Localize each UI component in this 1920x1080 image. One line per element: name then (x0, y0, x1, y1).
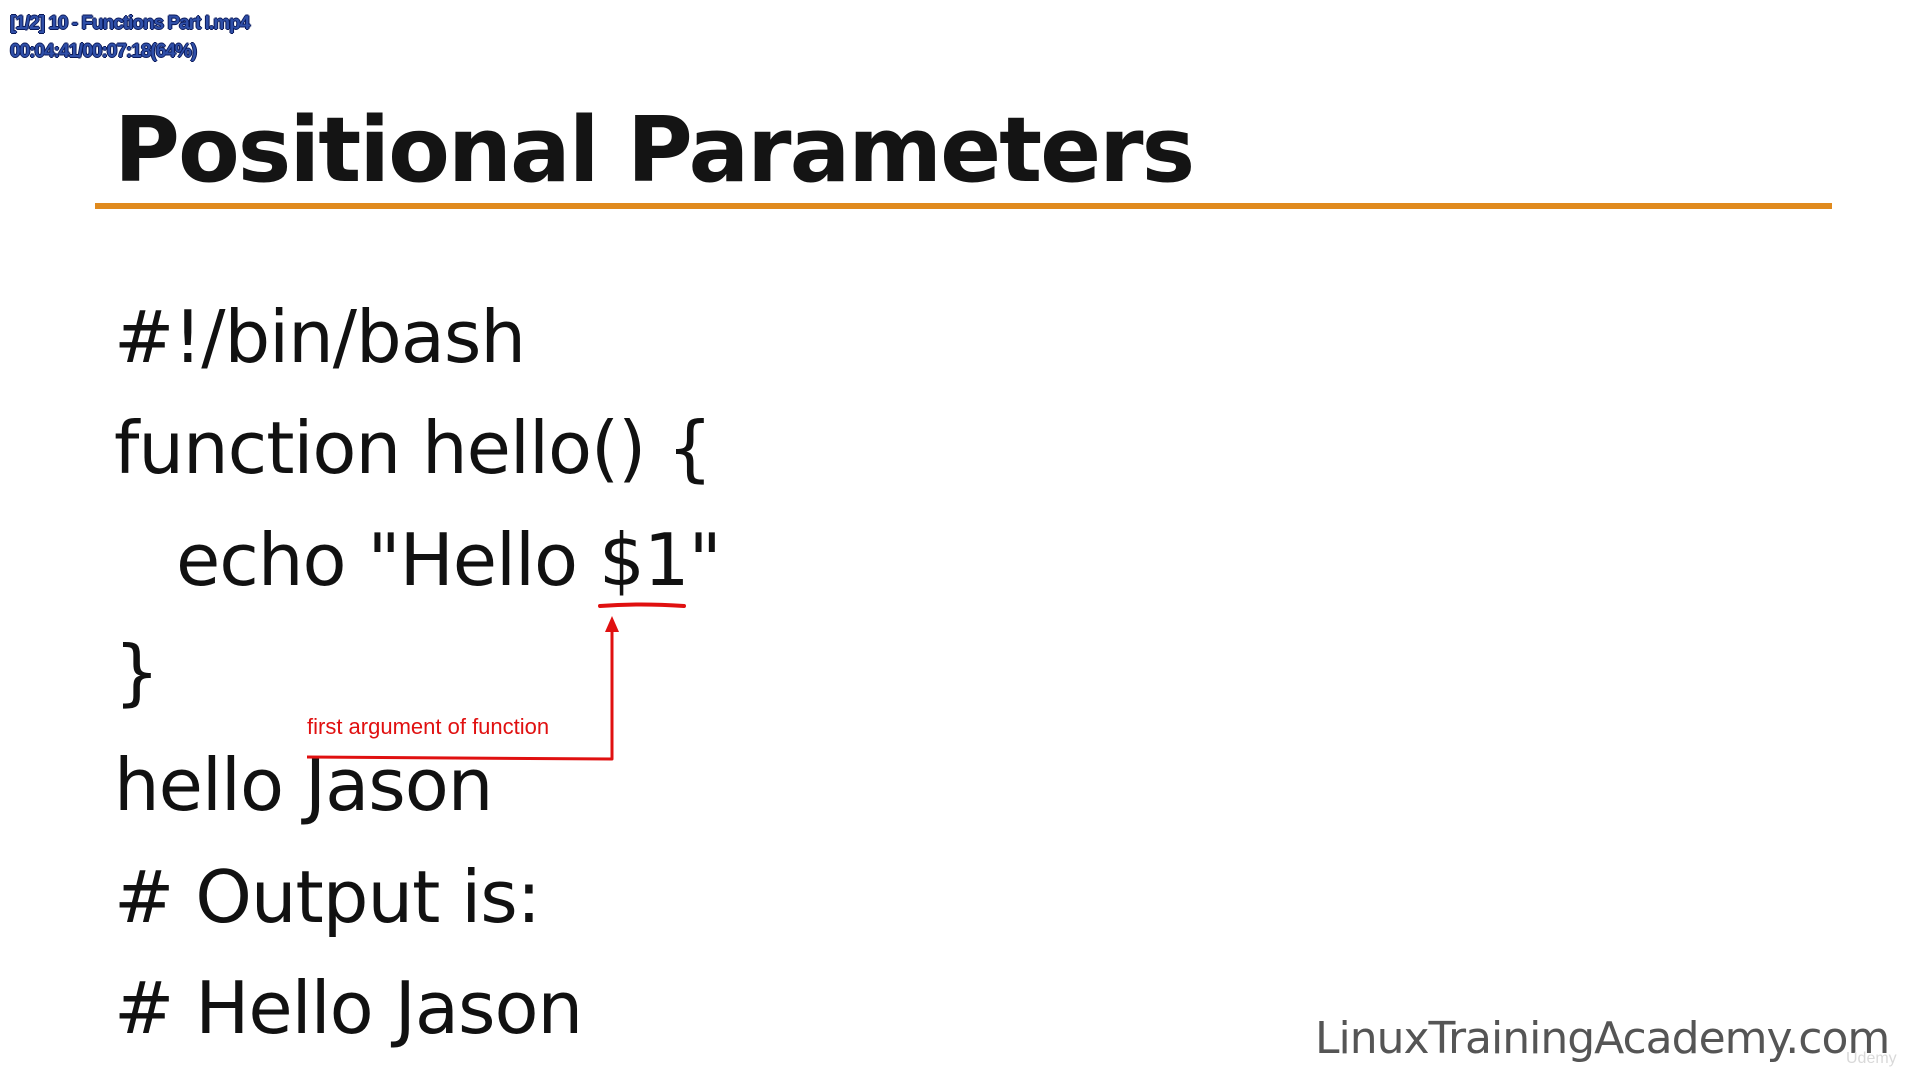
code-line-output-result: # Hello Jason (114, 966, 583, 1050)
website-watermark: LinuxTrainingAcademy.com (1315, 1013, 1890, 1064)
code-line-function-declaration: function hello() { (114, 406, 713, 490)
title-underline (95, 203, 1832, 209)
video-file-name: [1/2] 10 - Functions Part I.mp4 (10, 13, 250, 34)
slide-title: Positional Parameters (114, 98, 1195, 203)
code-line-echo: echo "Hello $1" (176, 518, 722, 602)
udemy-watermark: Udemy (1846, 1050, 1897, 1067)
video-player-overlay: [1/2] 10 - Functions Part I.mp4 00:04:41… (10, 10, 250, 66)
annotation-label: first argument of function (307, 714, 550, 739)
code-line-closing-brace: } (114, 630, 160, 714)
annotation-arrow-line (306, 628, 614, 761)
param-underline (598, 602, 686, 608)
video-timestamp: 00:04:41/00:07:18(64%) (10, 41, 197, 62)
code-line-shebang: #!/bin/bash (114, 295, 526, 379)
arrow-head-icon (605, 616, 619, 632)
code-line-output-comment: # Output is: (114, 855, 541, 939)
